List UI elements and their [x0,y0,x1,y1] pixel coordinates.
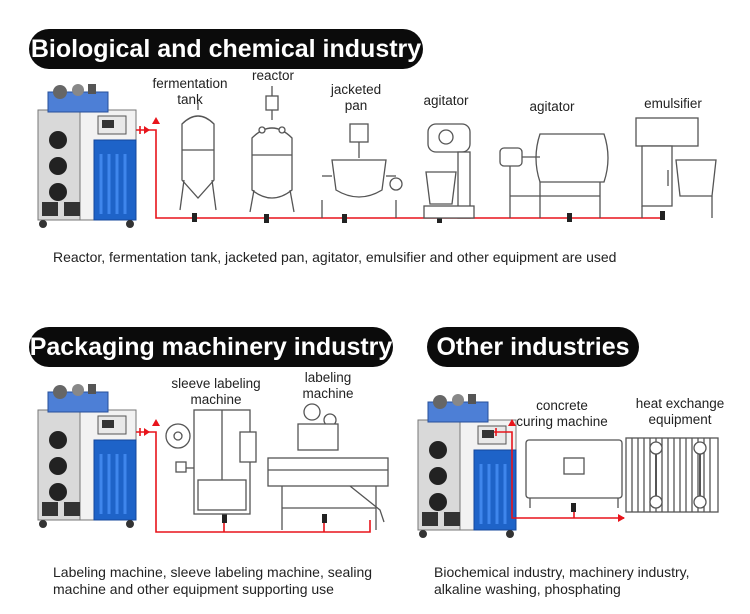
label-reactor: reactor [251,68,295,83]
other-valves [571,503,576,512]
label-emulsifier: emulsifier [644,96,702,111]
label-concrete-curing-machine: concrete curing machine [516,398,608,429]
bio-pipe-arrows [144,117,160,134]
other-equipment [525,437,719,513]
bio-title: Biological and chemical industry [29,29,423,69]
other-title: Other industries [427,327,639,367]
label-jacketed-pan: jacketed pan [330,82,382,113]
bio-caption: Reactor, fermentation tank, jacketed pan… [53,249,617,265]
boiler-pack [36,382,138,530]
label-sleeve-labeling-machine: sleeve labeling machine [171,376,261,407]
bio-equipment [179,86,717,219]
boiler-other [416,392,518,540]
label-agitator-2: agitator [529,99,575,114]
label-fermentation-tank: fermentation tank [152,76,228,107]
pack-equipment [165,403,389,530]
other-caption-line-2: alkaline washing, phosphating [434,581,621,597]
pack-pipe-arrows [144,419,160,436]
label-heat-exchange-equipment: heat exchange equipment [635,396,725,427]
boiler-bio [36,82,138,230]
pack-valves [222,514,327,523]
pack-caption-line-2: machine and other equipment supporting u… [53,581,334,597]
label-agitator-1: agitator [423,93,469,108]
pack-caption-line-1: Labeling machine, sleeve labeling machin… [53,564,373,580]
label-labeling-machine: labeling machine [302,370,354,401]
other-pipe-arrows [508,419,625,522]
pack-title: Packaging machinery industry [29,327,393,367]
other-caption-line-1: Biochemical industry, machinery industry… [434,564,690,580]
